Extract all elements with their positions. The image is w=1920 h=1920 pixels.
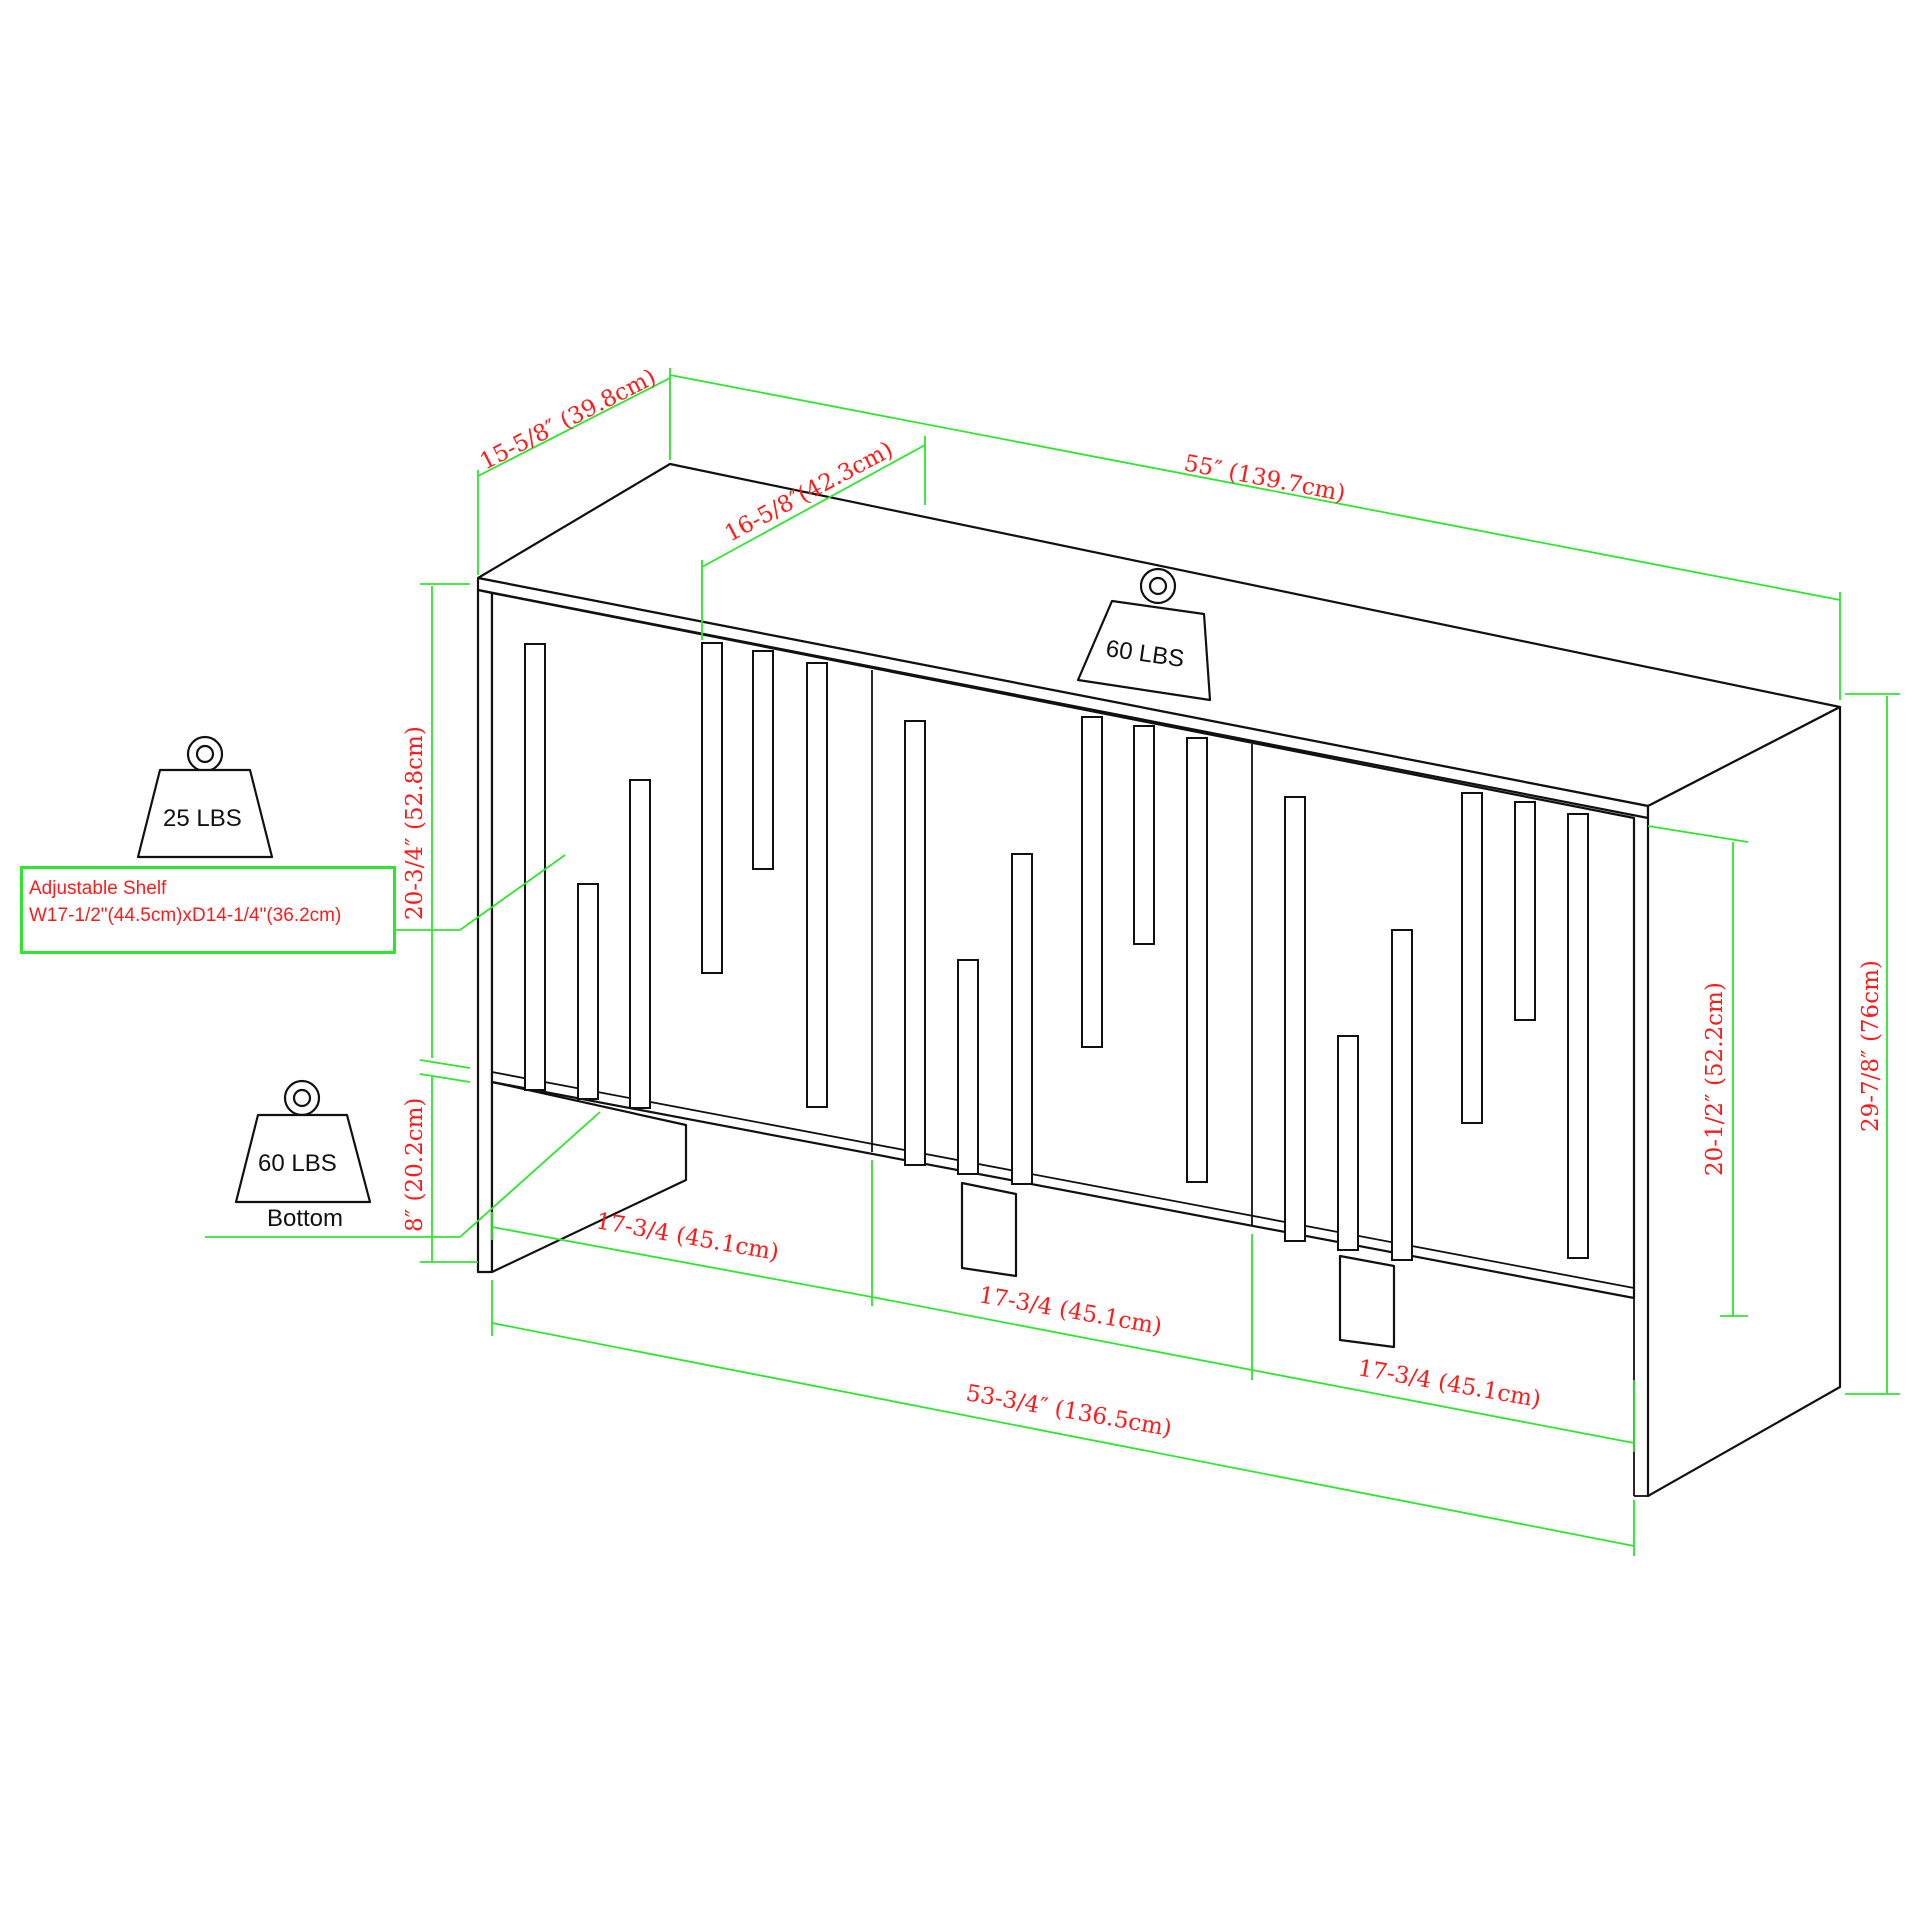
shelf-callout-title: Adjustable Shelf — [29, 878, 167, 899]
weight-icon-top: 60 LBS — [1076, 567, 1212, 702]
weight-icon-bottom: 60 LBS — [234, 1079, 372, 1204]
decor-bar — [1011, 853, 1033, 1185]
total-height-label: 29-7/8″ (76cm) — [1858, 960, 1884, 1132]
inner-width-label: 53-3/4″ (136.5cm) — [964, 1380, 1174, 1442]
decor-bar — [904, 720, 926, 1166]
decor-bar — [524, 643, 546, 1091]
left-side-panel — [476, 588, 494, 1274]
depth-label: 15-5/8″ (39.8cm) — [476, 364, 660, 475]
decor-bar — [1391, 929, 1413, 1261]
door-width-2-label: 17-3/4 (45.1cm) — [977, 1282, 1164, 1340]
decor-bar — [1284, 796, 1306, 1242]
decor-bar — [957, 959, 979, 1175]
door-width-1-label: 17-3/4 (45.1cm) — [594, 1208, 781, 1266]
decor-bar — [752, 650, 774, 870]
weight-icon — [234, 1113, 372, 1204]
weight-icon — [1076, 599, 1212, 702]
cabinet — [476, 462, 1842, 1498]
decor-bar — [1133, 725, 1155, 945]
legs — [960, 1181, 1396, 1349]
door-height-label: 20-1/2″ (52.2cm) — [1702, 982, 1728, 1176]
shelf-callout-size: W17-1/2"(44.5cm)xD14-1/4"(36.2cm) — [29, 905, 342, 926]
bottom-weight-label: 60 LBS — [258, 1150, 337, 1177]
leg-right — [1338, 1254, 1396, 1349]
bottom-label: Bottom — [266, 1205, 344, 1232]
upper-height-label: 20-3/4″ (52.8cm) — [402, 726, 428, 920]
width-label: 55″ (139.7cm) — [1182, 450, 1348, 507]
decor-bar — [577, 883, 599, 1100]
weight-icon-shelf: 25 LBS — [136, 735, 274, 859]
door-pattern — [524, 642, 1589, 1261]
decor-bar — [1337, 1035, 1359, 1251]
lower-height-label: 8″ (20.2cm) — [402, 1098, 428, 1232]
bottom-line — [491, 1071, 1635, 1289]
shelf-weight-label: 25 LBS — [163, 805, 242, 832]
decor-bar — [1186, 737, 1208, 1183]
decor-bar — [1461, 792, 1483, 1124]
right-side-panel — [1646, 705, 1842, 1498]
dimension-lines — [205, 368, 1900, 1556]
decor-bar — [1567, 813, 1589, 1259]
decor-bar — [1514, 801, 1536, 1021]
weight-icon — [136, 768, 274, 859]
leg-center — [960, 1181, 1018, 1278]
adjustable-shelf-callout: Adjustable Shelf W17-1/2"(44.5cm)xD14-1/… — [20, 866, 396, 954]
decor-bar — [701, 642, 723, 974]
door-width-3-label: 17-3/4 (45.1cm) — [1356, 1355, 1543, 1413]
decor-bar — [1081, 716, 1103, 1048]
decor-bar — [806, 662, 828, 1108]
decor-bar — [629, 779, 651, 1109]
